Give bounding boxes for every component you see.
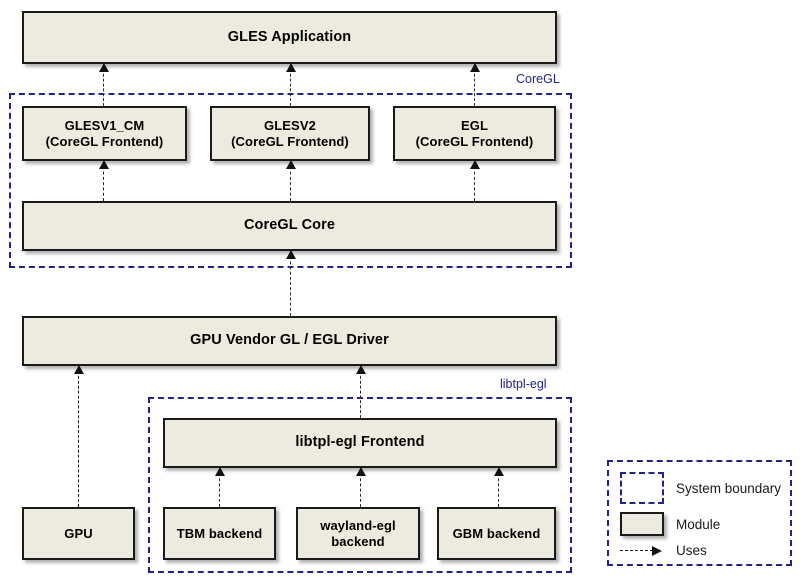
module-glesv2[interactable]: GLESV2 (CoreGL Frontend) <box>210 106 370 161</box>
legend-arrow-shaft <box>620 549 653 551</box>
arrow-shaft <box>474 64 475 106</box>
legend-row-uses: Uses <box>620 543 707 558</box>
legend-module-label: Module <box>676 516 721 532</box>
arrow-head <box>285 250 296 259</box>
module-gbm-backend[interactable]: GBM backend <box>437 507 556 560</box>
arrow-head <box>469 160 480 169</box>
arrow-shaft <box>103 161 104 201</box>
arrow-shaft <box>78 366 79 507</box>
arrow-head <box>285 63 296 72</box>
arrow-shaft <box>290 251 291 316</box>
arrow-head <box>73 365 84 374</box>
arrow-head <box>98 160 109 169</box>
arrow-head <box>214 467 225 476</box>
module-tbm-backend[interactable]: TBM backend <box>163 507 276 560</box>
module-libtpl-egl-frontend[interactable]: libtpl-egl Frontend <box>163 418 557 468</box>
arrow-head <box>355 467 366 476</box>
arrow-shaft <box>219 468 220 507</box>
module-egl[interactable]: EGL (CoreGL Frontend) <box>393 106 556 161</box>
legend-uses-label: Uses <box>676 543 707 558</box>
arrow-shaft <box>360 468 361 507</box>
legend-system-boundary-label: System boundary <box>676 480 782 496</box>
arrow-head <box>98 63 109 72</box>
arrow-shaft <box>360 366 361 418</box>
arrow-head <box>493 467 504 476</box>
module-gpu[interactable]: GPU <box>22 507 135 560</box>
legend-module-swatch <box>620 512 664 536</box>
legend-system-boundary-swatch <box>620 472 664 504</box>
module-gles-application[interactable]: GLES Application <box>22 11 557 64</box>
legend-row-module: Module <box>620 512 720 536</box>
legend-row-system-boundary: System boundary <box>620 472 781 504</box>
legend-uses-arrow-icon <box>620 545 664 556</box>
module-coregl-core[interactable]: CoreGL Core <box>22 201 557 251</box>
module-wayland-egl-backend[interactable]: wayland-egl backend <box>296 507 420 560</box>
legend-arrow-head <box>652 545 662 556</box>
arrow-shaft <box>103 64 104 106</box>
module-gpu-vendor-driver[interactable]: GPU Vendor GL / EGL Driver <box>22 316 557 366</box>
arrow-shaft <box>290 161 291 201</box>
arrow-head <box>285 160 296 169</box>
arrow-shaft <box>474 161 475 201</box>
system-boundary-coregl-label: CoreGL <box>516 72 560 86</box>
module-glesv1-cm[interactable]: GLESV1_CM (CoreGL Frontend) <box>22 106 187 161</box>
system-boundary-libtpl-egl-label: libtpl-egl <box>500 377 547 391</box>
arrow-head <box>355 365 366 374</box>
arrow-shaft <box>498 468 499 507</box>
arrow-shaft <box>290 64 291 106</box>
arrow-head <box>469 63 480 72</box>
